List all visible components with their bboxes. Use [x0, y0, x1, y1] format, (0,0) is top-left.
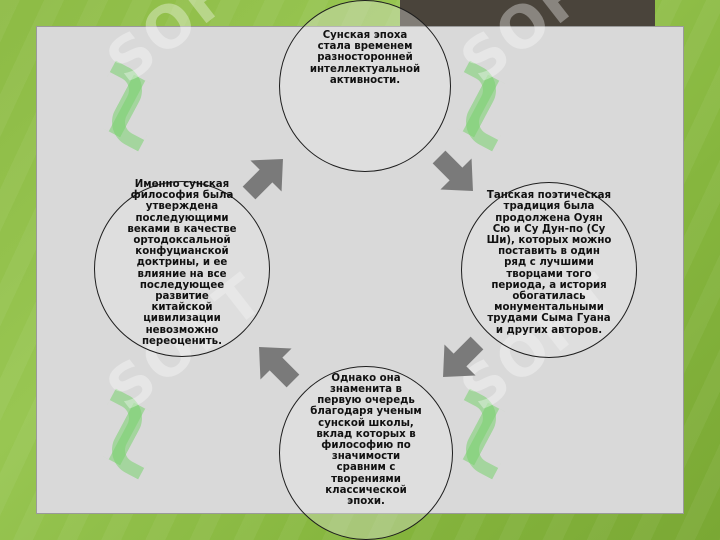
- cycle-node-left: Именно сунская философия была утверждена…: [94, 178, 270, 357]
- cycle-node-right: Танская поэтическая традиция была продол…: [461, 182, 637, 358]
- node-text-left: Именно сунская философия была утверждена…: [127, 178, 237, 347]
- arrow-bottom-to-left-icon: [239, 327, 313, 401]
- node-text-right: Танская поэтическая традиция была продол…: [486, 190, 612, 336]
- node-text-top: Сунская эпоха стала временем разносторон…: [309, 29, 421, 86]
- cycle-node-top: Сунская эпоха стала временем разносторон…: [279, 0, 451, 172]
- arrow-right-to-bottom-icon: [423, 323, 497, 397]
- cycle-node-bottom: Однако она знаменита в первую очередь бл…: [279, 366, 453, 540]
- arrow-left-to-top-icon: [229, 139, 303, 213]
- arrow-top-to-right-icon: [419, 137, 493, 211]
- node-text-bottom: Однако она знаменита в первую очередь бл…: [310, 372, 422, 508]
